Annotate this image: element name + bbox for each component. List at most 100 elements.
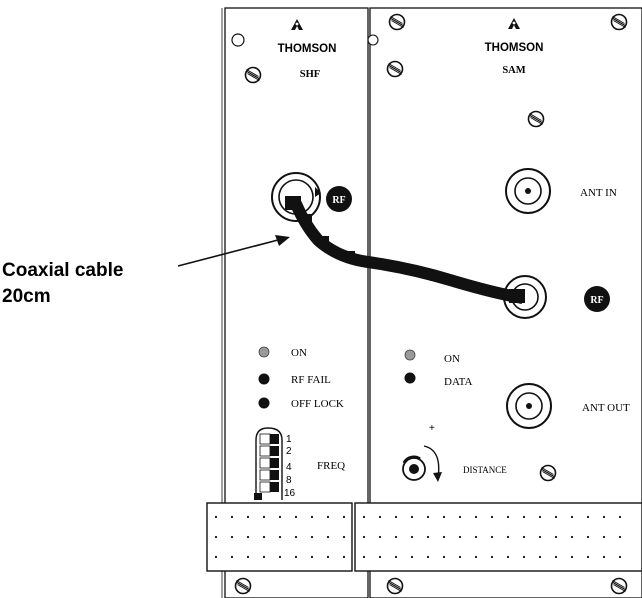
connector-pin: [410, 515, 414, 519]
connector-pin: [310, 515, 314, 519]
connector-pin: [570, 515, 574, 519]
connector-pin: [378, 515, 382, 519]
distance-knob[interactable]: [402, 455, 426, 481]
connector-pin: [506, 555, 510, 559]
connector-pin: [474, 555, 478, 559]
screw-icon[interactable]: [610, 577, 628, 595]
cable-annotation: Coaxial cable 20cm: [2, 235, 290, 307]
screw-icon[interactable]: [610, 13, 628, 31]
connector-pin: [262, 515, 266, 519]
sam-brand: THOMSON: [485, 42, 544, 54]
screw-icon[interactable]: [386, 60, 404, 78]
connector-pin: [326, 535, 330, 539]
led-data-indicator: [404, 372, 416, 384]
connector-pin: [262, 555, 266, 559]
sam-rf-label: RF: [590, 295, 603, 306]
screw-icon[interactable]: [386, 577, 404, 595]
connector-pin: [586, 555, 590, 559]
sam-led-on-label: ON: [444, 353, 460, 365]
connector-pin: [426, 515, 430, 519]
connector-pin: [326, 515, 330, 519]
sam-module: THOMSON SAM ANT IN RF ON DATA ANT OUT +: [354, 7, 642, 598]
sam-model: SAM: [502, 65, 525, 76]
connector-pin: [538, 535, 542, 539]
dip-value-16: 16: [284, 488, 296, 499]
connector-pin: [342, 535, 346, 539]
distance-label: DISTANCE: [463, 465, 507, 475]
connector-pin: [586, 515, 590, 519]
shf-panel: [224, 7, 369, 598]
screw-icon[interactable]: [527, 110, 545, 128]
connector-pin: [458, 555, 462, 559]
connector-pin: [602, 535, 606, 539]
screw-icon[interactable]: [244, 66, 262, 84]
connector-pin: [362, 535, 366, 539]
annotation-arrow: [177, 239, 279, 267]
sam-connector-block: [354, 502, 642, 572]
freq-dip-switch[interactable]: [254, 427, 283, 500]
sam-led-data-label: DATA: [444, 376, 473, 388]
connector-pin: [230, 535, 234, 539]
dip-value-4: 4: [286, 462, 292, 473]
sam-connector-pins: [362, 515, 622, 559]
connector-pin: [426, 555, 430, 559]
connector-pin: [458, 535, 462, 539]
led-on-label: ON: [291, 347, 307, 359]
connector-pin: [474, 515, 478, 519]
connector-pin: [278, 535, 282, 539]
connector-pin: [262, 535, 266, 539]
connector-pin: [294, 535, 298, 539]
connector-pin: [378, 535, 382, 539]
led-rf-fail-indicator: [258, 373, 270, 385]
connector-pin: [294, 555, 298, 559]
connector-pin: [410, 555, 414, 559]
ant-out-connector[interactable]: [506, 383, 552, 429]
connector-pin: [246, 535, 250, 539]
connector-pin: [522, 535, 526, 539]
connector-pin: [230, 515, 234, 519]
connector-pin: [554, 515, 558, 519]
screw-icon[interactable]: [539, 464, 557, 482]
connector-pin: [310, 535, 314, 539]
connector-pin: [410, 535, 414, 539]
connector-pin: [326, 555, 330, 559]
connector-pin: [506, 535, 510, 539]
screw-icon[interactable]: [388, 13, 406, 31]
connector-pin: [618, 535, 622, 539]
connector-pin: [342, 515, 346, 519]
connector-pin: [570, 555, 574, 559]
connector-pin: [278, 515, 282, 519]
connector-pin: [310, 555, 314, 559]
connector-pin: [490, 515, 494, 519]
ant-out-label: ANT OUT: [582, 402, 630, 414]
screw-icon[interactable]: [234, 577, 252, 595]
ant-in-connector[interactable]: [505, 168, 551, 214]
shf-model: SHF: [300, 69, 320, 80]
connector-pin: [570, 535, 574, 539]
mounting-hole: [231, 33, 245, 47]
connector-pin: [538, 515, 542, 519]
connector-pin: [378, 555, 382, 559]
led-on-indicator: [258, 346, 270, 358]
ant-in-label: ANT IN: [580, 187, 617, 199]
connector-pin: [442, 515, 446, 519]
connector-pin: [230, 555, 234, 559]
connector-pin: [522, 555, 526, 559]
connector-pin: [458, 515, 462, 519]
annotation-line-1: Coaxial cable: [2, 260, 123, 281]
dip-value-1: 1: [286, 434, 292, 445]
rf-badge: [326, 186, 352, 212]
connector-pin: [426, 535, 430, 539]
freq-label: FREQ: [317, 460, 345, 472]
connector-pin: [342, 555, 346, 559]
connector-pin: [554, 555, 558, 559]
shf-module: THOMSON SHF RF ON RF FAIL OFF LOCK: [206, 7, 369, 598]
dip-value-2: 2: [286, 446, 292, 457]
annotation-line-2: 20cm: [2, 286, 51, 307]
connector-pin: [362, 515, 366, 519]
annotation-arrowhead: [275, 235, 290, 246]
connector-pin: [506, 515, 510, 519]
connector-pin: [474, 535, 478, 539]
